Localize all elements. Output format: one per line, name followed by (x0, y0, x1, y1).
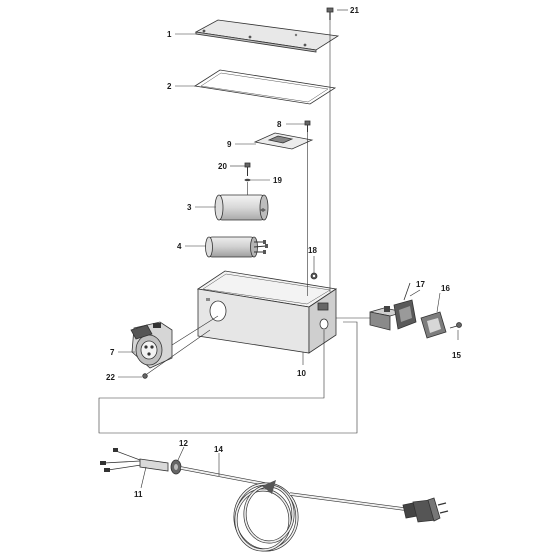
callout-7: 7 (110, 348, 115, 357)
capacitor-large (214, 194, 269, 221)
callout-19: 19 (273, 176, 282, 185)
cable-coil (233, 480, 299, 552)
callout-8: 8 (277, 120, 282, 129)
explosion-lines (98, 20, 370, 434)
screw-8 (304, 120, 311, 132)
callout-11: 11 (134, 490, 143, 499)
callout-16: 16 (441, 284, 450, 293)
power-cable-14 (100, 448, 449, 552)
washer-19 (244, 178, 251, 182)
box-housing (196, 270, 338, 354)
callout-4: 4 (177, 242, 182, 251)
callout-21: 21 (350, 6, 359, 15)
callout-labels: 1 2 3 4 7 8 9 10 11 12 14 15 16 17 18 19… (106, 6, 461, 499)
callout-1: 1 (167, 30, 172, 39)
screw-20 (244, 162, 251, 176)
callout-20: 20 (218, 162, 227, 171)
power-socket-7 (130, 321, 173, 369)
switch-cover-16 (420, 311, 447, 339)
switch-17 (369, 282, 417, 331)
callout-10: 10 (297, 369, 306, 378)
callout-15: 15 (452, 351, 461, 360)
callout-2: 2 (167, 82, 172, 91)
callout-22: 22 (106, 373, 115, 382)
callout-leaders (118, 9, 459, 489)
screw-22 (142, 373, 148, 379)
screw-21 (326, 7, 334, 20)
grommet-18 (310, 272, 318, 280)
callout-9: 9 (227, 140, 232, 149)
callout-18: 18 (308, 246, 317, 255)
mounting-plate (253, 132, 314, 150)
lid-cover (194, 19, 340, 53)
callout-17: 17 (416, 280, 425, 289)
callout-3: 3 (187, 203, 192, 212)
capacitor-small (205, 236, 268, 258)
gasket (193, 69, 337, 105)
screw-15 (449, 322, 462, 329)
power-plug (402, 497, 449, 523)
callout-12: 12 (179, 439, 188, 448)
callout-14: 14 (214, 445, 223, 454)
